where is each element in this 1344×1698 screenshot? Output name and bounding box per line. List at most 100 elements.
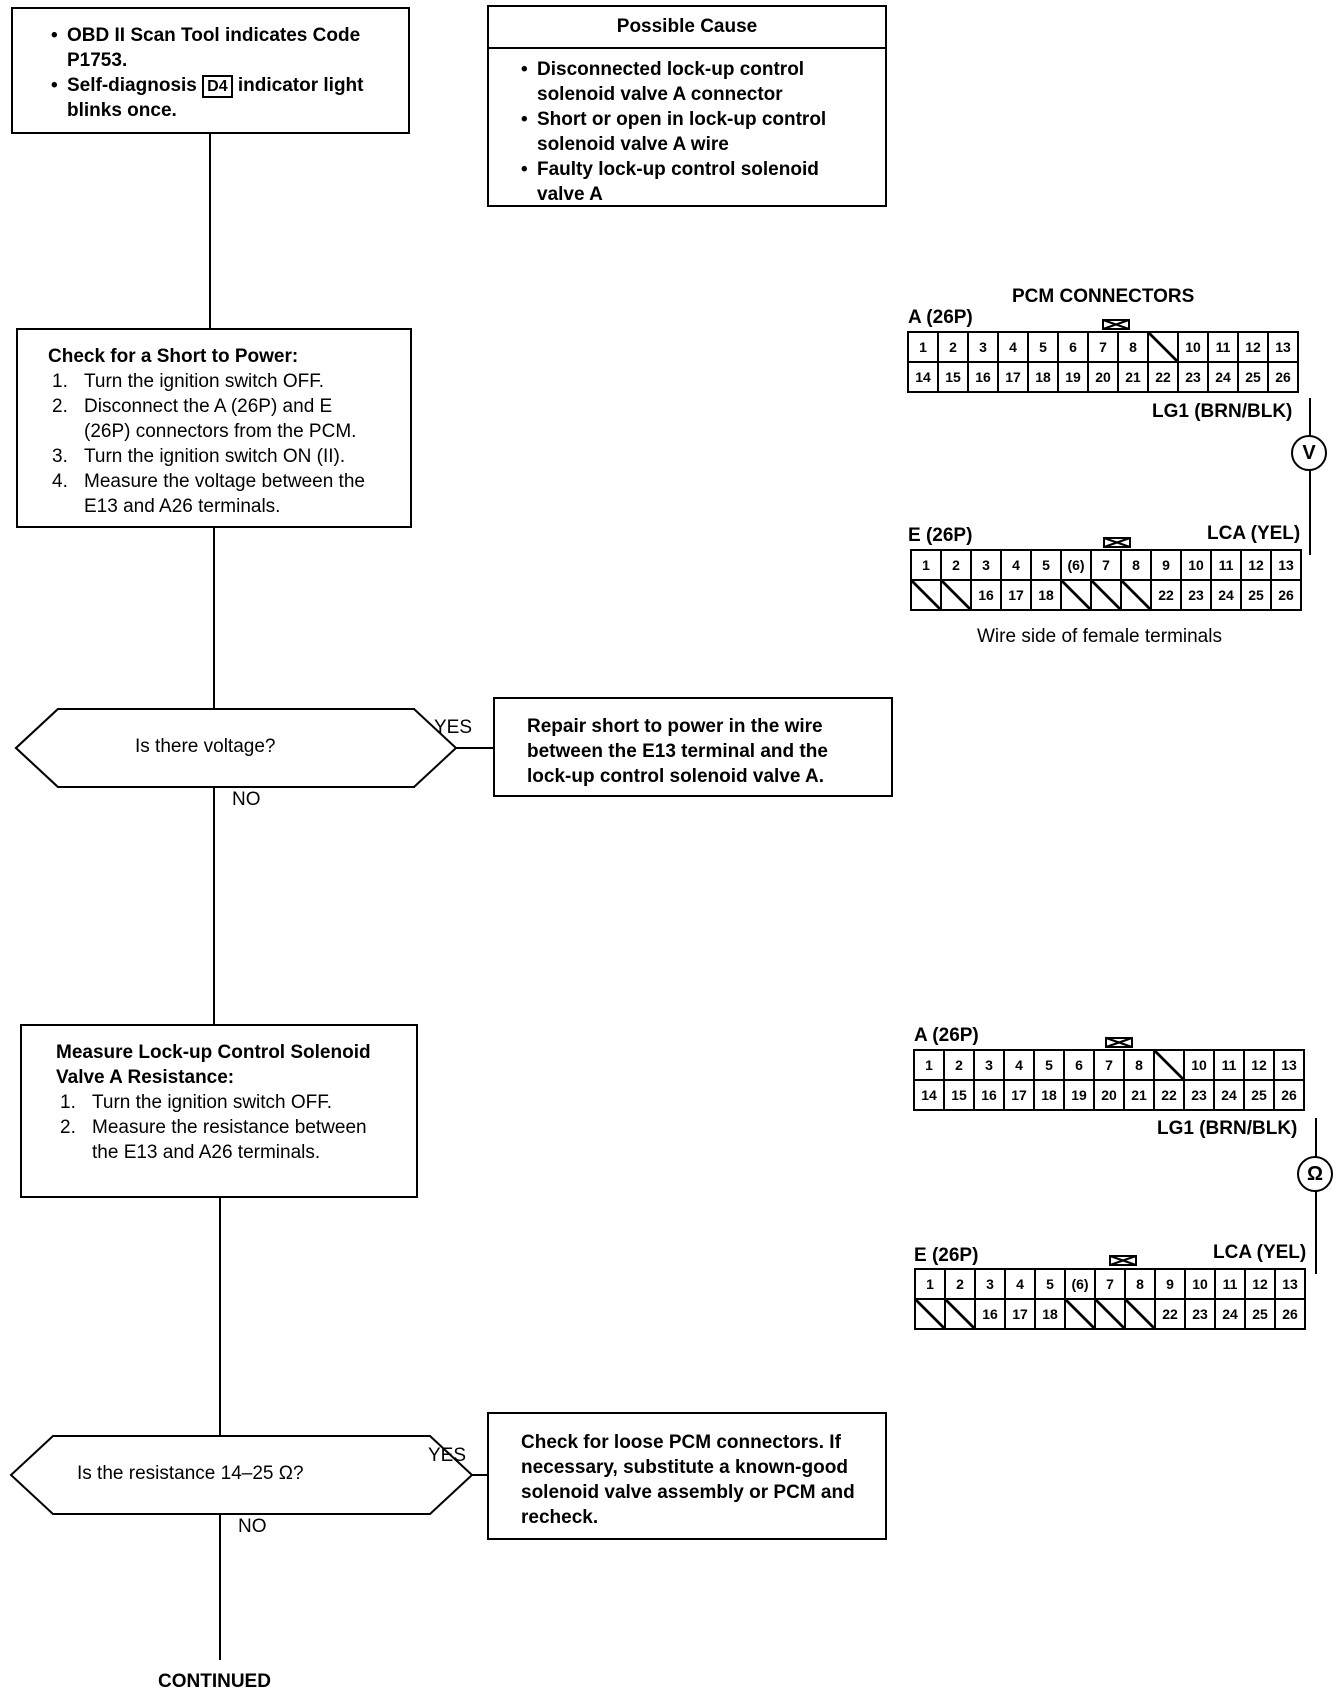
lca-wire-label-2: LCA (YEL) <box>1213 1242 1307 1263</box>
e-terminal: 2 <box>940 549 972 581</box>
e-terminal: 9 <box>1154 1268 1186 1300</box>
resistance-step: 1.Turn the ignition switch OFF. <box>60 1092 333 1113</box>
e-terminal: 4 <box>1004 1268 1036 1300</box>
e-terminal: 12 <box>1240 549 1272 581</box>
a-terminal: 21 <box>1117 361 1149 393</box>
a-terminal: 15 <box>937 361 969 393</box>
connector-key-icon <box>1102 319 1130 330</box>
a-terminal: 13 <box>1273 1049 1305 1081</box>
e-terminal: 8 <box>1120 549 1152 581</box>
pcm-connectors-title: PCM CONNECTORS <box>1012 286 1195 307</box>
a-terminal: 14 <box>913 1079 945 1111</box>
repair-short-box: Repair short to power in the wire betwee… <box>493 697 893 797</box>
e-terminal: 11 <box>1210 549 1242 581</box>
e-terminal: 4 <box>1000 549 1032 581</box>
e-terminal: 7 <box>1094 1268 1126 1300</box>
e-terminal: 23 <box>1184 1298 1216 1330</box>
lg1-wire-label-2: LG1 (BRN/BLK) <box>1157 1118 1298 1139</box>
a-terminal: 16 <box>967 361 999 393</box>
a-terminal: 12 <box>1243 1049 1275 1081</box>
e-terminal: 22 <box>1150 579 1182 611</box>
a-terminal: 8 <box>1123 1049 1155 1081</box>
e-terminal <box>1094 1298 1126 1330</box>
a-terminal: 23 <box>1183 1079 1215 1111</box>
e-terminal: 25 <box>1244 1298 1276 1330</box>
e-terminal: 13 <box>1270 549 1302 581</box>
ohmmeter-icon: Ω <box>1297 1156 1333 1192</box>
a-terminal: 25 <box>1237 361 1269 393</box>
cause-item: Disconnected lock-up control solenoid va… <box>521 57 865 107</box>
start-item-code: OBD II Scan Tool indicates Code P1753. <box>51 23 388 73</box>
lg1-wire-label-1: LG1 (BRN/BLK) <box>1152 401 1293 422</box>
short-step: 3.Turn the ignition switch ON (II). <box>52 446 346 467</box>
no-label-voltage: NO <box>232 789 261 810</box>
connector-key-icon <box>1109 1255 1137 1266</box>
e-terminal: 8 <box>1124 1268 1156 1300</box>
a-terminal: 15 <box>943 1079 975 1111</box>
e-terminal: 13 <box>1274 1268 1306 1300</box>
a-terminal: 24 <box>1213 1079 1245 1111</box>
voltmeter-icon: V <box>1291 435 1327 471</box>
resistance-step: 2.Measure the resistance between the E13… <box>60 1117 367 1163</box>
a-terminal: 1 <box>913 1049 945 1081</box>
e-terminal: (6) <box>1064 1268 1096 1300</box>
a-terminal <box>1147 331 1179 363</box>
resistance-check-title: Measure Lock-up Control Solenoid Valve A… <box>56 1042 371 1088</box>
e-terminal <box>914 1298 946 1330</box>
e-terminal: 16 <box>970 579 1002 611</box>
possible-cause-box: Possible Cause Disconnected lock-up cont… <box>487 5 887 207</box>
a-terminal: 11 <box>1207 331 1239 363</box>
e-terminal: 10 <box>1180 549 1212 581</box>
connector-key-icon <box>1103 537 1131 548</box>
e-terminal: 24 <box>1210 579 1242 611</box>
a-terminal: 17 <box>1003 1079 1035 1111</box>
a-terminal: 22 <box>1147 361 1179 393</box>
continued-label: CONTINUED <box>158 1671 271 1692</box>
wire-side-caption: Wire side of female terminals <box>977 626 1222 647</box>
e-terminal <box>1124 1298 1156 1330</box>
a-terminal: 4 <box>997 331 1029 363</box>
e-terminal: (6) <box>1060 549 1092 581</box>
e-terminal: 23 <box>1180 579 1212 611</box>
e-terminal: 5 <box>1030 549 1062 581</box>
e-terminal: 11 <box>1214 1268 1246 1300</box>
e-terminal: 12 <box>1244 1268 1276 1300</box>
short-check-box: Check for a Short to Power: 1.Turn the i… <box>16 328 412 528</box>
a-terminal <box>1153 1049 1185 1081</box>
a-terminal: 1 <box>907 331 939 363</box>
a-terminal: 10 <box>1177 331 1209 363</box>
e-terminal: 7 <box>1090 549 1122 581</box>
no-label-resistance: NO <box>238 1516 267 1537</box>
d4-indicator-icon: D4 <box>202 75 233 98</box>
resistance-check-box: Measure Lock-up Control Solenoid Valve A… <box>20 1024 418 1198</box>
e-terminal: 3 <box>974 1268 1006 1300</box>
a-terminal: 14 <box>907 361 939 393</box>
a-terminal: 2 <box>937 331 969 363</box>
yes-label-voltage: YES <box>434 717 473 738</box>
a-terminal: 20 <box>1093 1079 1125 1111</box>
e-terminal <box>940 579 972 611</box>
short-step: 2.Disconnect the A (26P) and E (26P) con… <box>52 396 357 442</box>
a-terminal: 19 <box>1057 361 1089 393</box>
e-terminal: 18 <box>1034 1298 1066 1330</box>
a-terminal: 25 <box>1243 1079 1275 1111</box>
a-terminal: 3 <box>973 1049 1005 1081</box>
a-terminal: 16 <box>973 1079 1005 1111</box>
possible-cause-title: Possible Cause <box>489 7 885 49</box>
a-terminal: 10 <box>1183 1049 1215 1081</box>
a-terminal: 13 <box>1267 331 1299 363</box>
lca-wire-label-1: LCA (YEL) <box>1207 523 1301 544</box>
a-terminal: 8 <box>1117 331 1149 363</box>
connector-a-label-2: A (26P) <box>914 1025 979 1046</box>
connector-e-label-1: E (26P) <box>908 525 973 546</box>
e-terminal <box>1090 579 1122 611</box>
short-check-title: Check for a Short to Power: <box>48 346 299 367</box>
a-terminal: 5 <box>1027 331 1059 363</box>
e-terminal: 18 <box>1030 579 1062 611</box>
e-terminal <box>910 579 942 611</box>
e-terminal: 5 <box>1034 1268 1066 1300</box>
